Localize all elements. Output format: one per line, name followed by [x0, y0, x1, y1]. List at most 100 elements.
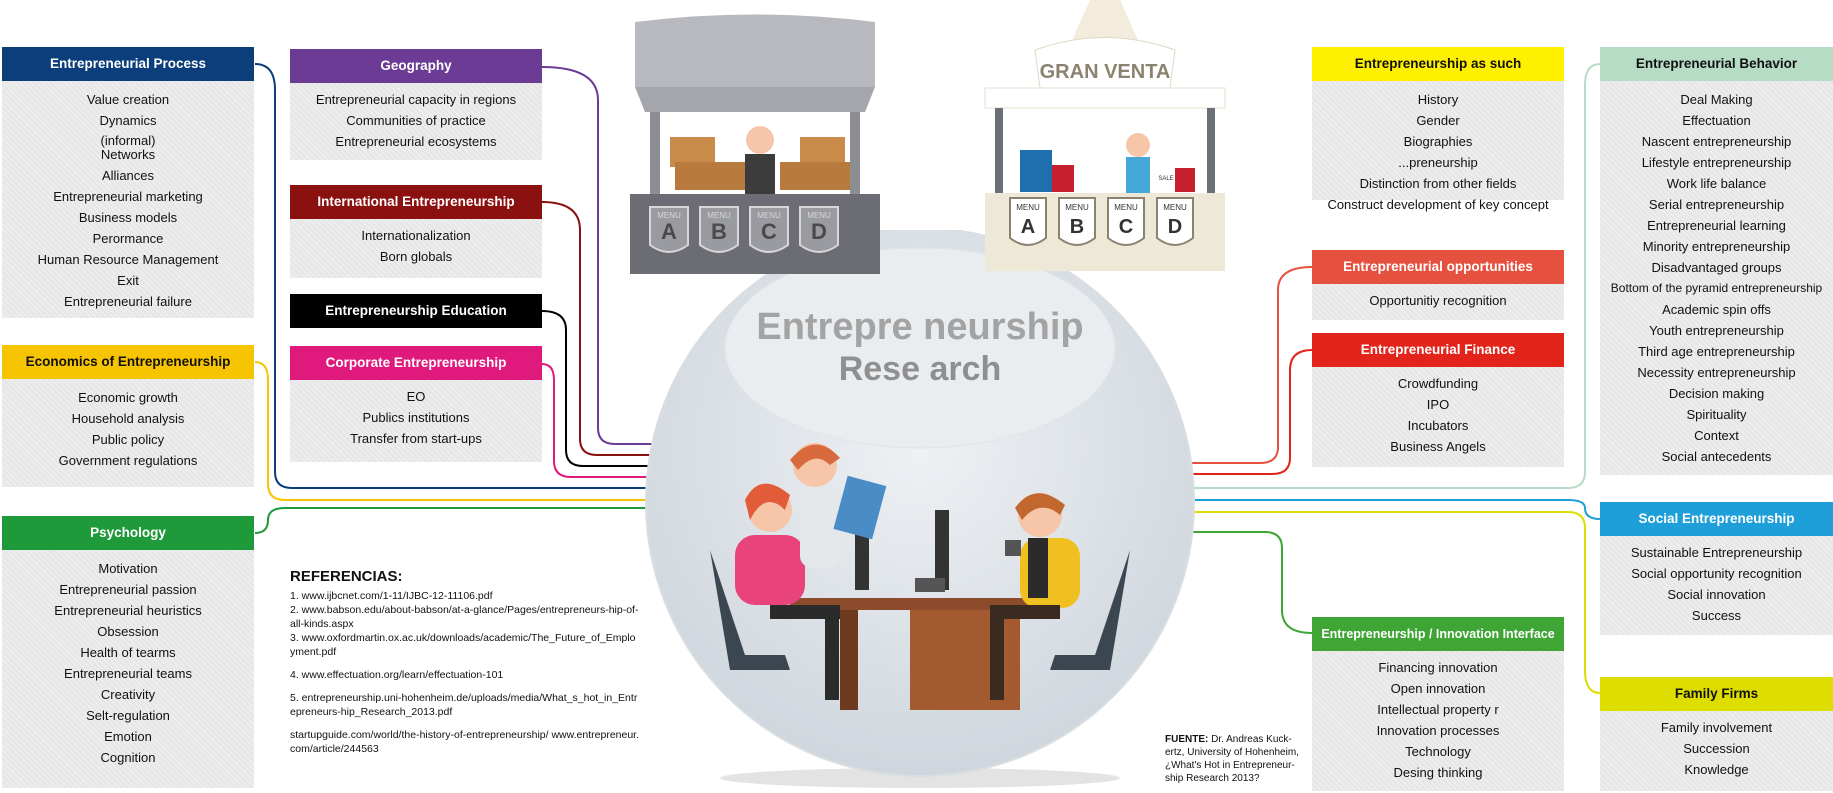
connector-finance	[1190, 349, 1313, 475]
list-item: Distinction from other fields	[1359, 176, 1517, 191]
box-title: International Entrepreneurship	[290, 185, 542, 219]
box-education: Entrepreneurship Education	[290, 294, 542, 328]
connector-geography	[541, 66, 660, 445]
list-item: Minority entrepreneurship	[1642, 239, 1791, 254]
box-title: Entrepreneurial Finance	[1312, 333, 1564, 367]
box-items: Sustainable Entrepreneurship Social oppo…	[1600, 536, 1833, 632]
connector-opportunities	[1190, 266, 1313, 464]
stall-right-letter-d: D	[1168, 216, 1182, 238]
box-items: Internationalization Born globals	[290, 219, 542, 273]
cup-icon	[1005, 540, 1021, 556]
list-item: Entrepreneurial heuristics	[54, 603, 202, 618]
box-title: Entrepreneurship Education	[290, 294, 542, 328]
box-items: Value creation Dynamics (informal) Netwo…	[2, 81, 254, 318]
box-opportunities: Entrepreneurial opportunities Opportunit…	[1312, 250, 1564, 320]
stall-left-letter-c: C	[761, 219, 777, 244]
box-items: History Gender Biographies ...preneurshi…	[1312, 81, 1564, 221]
list-item: EO	[406, 389, 426, 404]
list-item: Alliances	[101, 168, 155, 183]
list-item: Bottom of the pyramid entrepreneurship	[1610, 281, 1823, 295]
stall-right-letter-c: C	[1119, 216, 1133, 238]
list-item: Intellectual property r	[1377, 702, 1499, 717]
box-entrepreneurial-process: Entrepreneurial Process Value creation D…	[2, 47, 254, 318]
box-title: Entrepreneurship as such	[1312, 47, 1564, 81]
office-illustration	[710, 443, 1130, 710]
list-item: Health of tearms	[80, 645, 176, 660]
list-item: Entrepreneurial marketing	[53, 189, 203, 204]
monitor-icon	[855, 520, 869, 590]
list-item: Motivation	[98, 561, 158, 576]
list-item: Decision making	[1668, 386, 1765, 401]
list-item: Transfer from start-ups	[350, 431, 482, 446]
box-items: Economic growth Household analysis Publi…	[2, 379, 254, 477]
stall-left-letter-a: A	[661, 219, 677, 244]
list-item: History	[1417, 92, 1459, 107]
box-title: Corporate Entrepreneurship	[290, 346, 542, 380]
list-item: Innovation processes	[1376, 723, 1500, 738]
box-title: Economics of Entrepreneurship	[2, 345, 254, 379]
source-note: FUENTE: Dr. Andreas Kuck-ertz, Universit…	[1165, 733, 1305, 785]
list-item: Sustainable Entrepreneurship	[1630, 545, 1803, 560]
list-item: (informal)	[100, 133, 156, 148]
sale-tag: SALE	[1158, 176, 1173, 182]
reference-item[interactable]: 4. www.effectuation.org/learn/effectuati…	[290, 669, 504, 681]
source-label: FUENTE:	[1165, 734, 1209, 745]
stall-sign: GRAN VENTA	[1040, 61, 1171, 83]
center-circle	[645, 230, 1195, 788]
connector-process	[254, 63, 660, 489]
list-item: Deal Making	[1680, 92, 1753, 107]
list-item: Networks	[100, 147, 156, 162]
box-items: Entrepreneurial capacity in regions Comm…	[290, 83, 542, 158]
list-item: Success	[1691, 608, 1742, 623]
box-international: International Entrepreneurship Internati…	[290, 185, 542, 278]
box-items: Deal Making Effectuation Nascent entrepr…	[1600, 81, 1833, 473]
connector-psychology	[254, 507, 660, 534]
reference-item[interactable]: startupguide.com/world/the-history-of-en…	[290, 729, 640, 755]
reference-item[interactable]: 5. entrepreneurship.uni-hohenheim.de/upl…	[290, 692, 638, 718]
reference-item[interactable]: 1. www.ijbcnet.com/1-11/IJBC-12-11106.pd…	[290, 590, 493, 602]
list-item: Cognition	[100, 750, 156, 765]
stall-left-menu-d: MENU	[807, 211, 831, 220]
list-item: Social innovation	[1667, 587, 1766, 602]
list-item: Entrepreneurial ecosystems	[335, 134, 497, 149]
box-innovation: Entrepreneurship / Innovation Interface …	[1312, 617, 1564, 791]
connector-social	[1190, 499, 1601, 520]
box-title: Entrepreneurial Process	[2, 47, 254, 81]
list-item: Born globals	[379, 249, 453, 264]
box-finance: Entrepreneurial Finance Crowdfunding IPO…	[1312, 333, 1564, 467]
list-item: Biographies	[1403, 134, 1473, 149]
seller-icon	[1126, 133, 1150, 157]
box-items: Family involvement Succession Knowledge	[1600, 711, 1833, 786]
list-item: Exit	[117, 273, 139, 288]
box-items: Financing innovation Open innovation Int…	[1312, 651, 1564, 789]
list-item: Construct development of key concept	[1327, 197, 1549, 212]
box-items: EO Publics institutions Transfer from st…	[290, 380, 542, 455]
box-social: Social Entrepreneurship Sustainable Entr…	[1600, 502, 1833, 635]
list-item: Business Angels	[1390, 439, 1486, 454]
list-item: Technology	[1405, 744, 1471, 759]
list-item: Incubators	[1407, 418, 1469, 433]
list-item: Youth entrepreneurship	[1649, 323, 1784, 338]
market-stall-right: GRAN VENTA SALE A B C D MENU MENU MENU M…	[984, 0, 1226, 271]
list-item: Desing thinking	[1393, 765, 1483, 780]
list-item: Business models	[78, 210, 178, 225]
list-item: Social antecedents	[1661, 449, 1772, 464]
list-item: Nascent entrepreneurship	[1641, 134, 1792, 149]
list-item: Entrepreneurial learning	[1647, 218, 1786, 233]
box-title: Social Entrepreneurship	[1600, 502, 1833, 536]
stall-right-letter-a: A	[1021, 216, 1035, 238]
list-item: Succession	[1683, 741, 1750, 756]
box-behavior: Entrepreneurial Behavior Deal Making Eff…	[1600, 47, 1833, 475]
list-item: Opportunitiy recognition	[1369, 293, 1507, 308]
reference-item[interactable]: 3. www.oxfordmartin.ox.ac.uk/downloads/a…	[290, 632, 636, 658]
list-item: Value creation	[86, 92, 170, 107]
reference-item[interactable]: 2. www.babson.edu/about-babson/at-a-glan…	[290, 604, 639, 630]
center-title-line2: Rese arch	[838, 350, 1002, 388]
list-item: Entrepreneurial capacity in regions	[315, 92, 517, 107]
connector-international	[541, 201, 660, 456]
list-item: Human Resource Management	[37, 252, 219, 267]
box-items: Motivation Entrepreneurial passion Entre…	[2, 550, 254, 774]
list-item: Financing innovation	[1378, 660, 1498, 675]
list-item: Knowledge	[1684, 762, 1749, 777]
list-item: Economic growth	[78, 390, 178, 405]
